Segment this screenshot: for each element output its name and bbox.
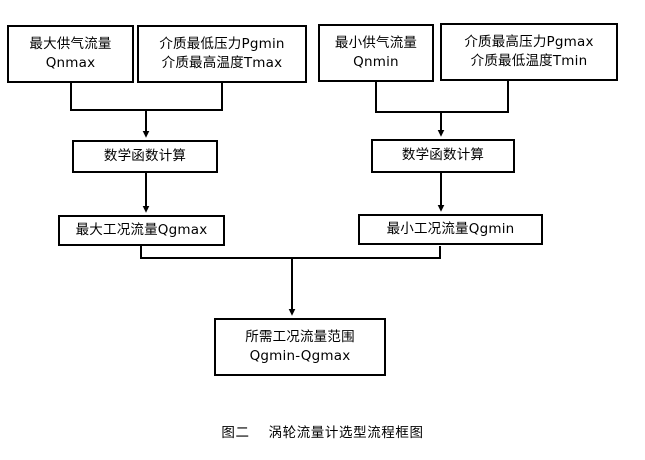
figure-caption-title: 涡轮流量计选型流程框图	[268, 425, 424, 441]
node-pgmin-line2: 介质最高温度Tmax	[161, 55, 283, 71]
node-calc-left-label: 数学函数计算	[103, 147, 187, 164]
edge-results-merge	[139, 246, 442, 260]
node-qnmax-line1: 最大供气流量	[29, 35, 112, 52]
edge-inputs-to-calc-right	[374, 81, 510, 114]
node-qnmin-line2: Qnmin	[353, 54, 399, 70]
node-max-supply-flow: 最大供气流量 Qnmax	[7, 25, 134, 83]
figure-caption-number: 图二	[221, 425, 250, 441]
node-range-line1: 所需工况流量范围	[245, 328, 355, 345]
node-qnmax-line2: Qnmax	[45, 55, 96, 71]
node-calc-right-label: 数学函数计算	[401, 147, 485, 164]
node-qnmin-line1: 最小供气流量	[334, 34, 418, 51]
node-max-working-flow-qgmax: 最大工况流量Qgmax	[58, 215, 225, 246]
node-min-pressure-max-temperature: 介质最低压力Pgmin 介质最高温度Tmax	[137, 25, 307, 83]
node-range-line2: Qgmin-Qgmax	[249, 348, 351, 364]
node-math-function-calculation-left: 数学函数计算	[72, 140, 218, 173]
node-qgmax-label: 最大工况流量Qgmax	[75, 221, 208, 238]
node-pgmax-line2: 介质最低温度Tmin	[470, 53, 588, 69]
node-qgmin-label: 最小工况流量Qgmin	[386, 220, 515, 237]
node-min-working-flow-qgmin: 最小工况流量Qgmin	[358, 214, 543, 245]
node-math-function-calculation-right: 数学函数计算	[371, 139, 515, 173]
node-min-supply-flow: 最小供气流量 Qnmin	[318, 24, 434, 82]
node-pgmin-line1: 介质最低压力Pgmin	[159, 35, 285, 52]
edge-inputs-to-calc-left	[69, 83, 224, 112]
node-max-pressure-min-temperature: 介质最高压力Pgmax 介质最低温度Tmin	[440, 23, 618, 81]
node-pgmax-line1: 介质最高压力Pgmax	[464, 33, 594, 50]
figure-caption: 图二 涡轮流量计选型流程框图	[0, 421, 645, 441]
node-required-working-flow-range: 所需工况流量范围 Qgmin-Qgmax	[214, 318, 386, 376]
